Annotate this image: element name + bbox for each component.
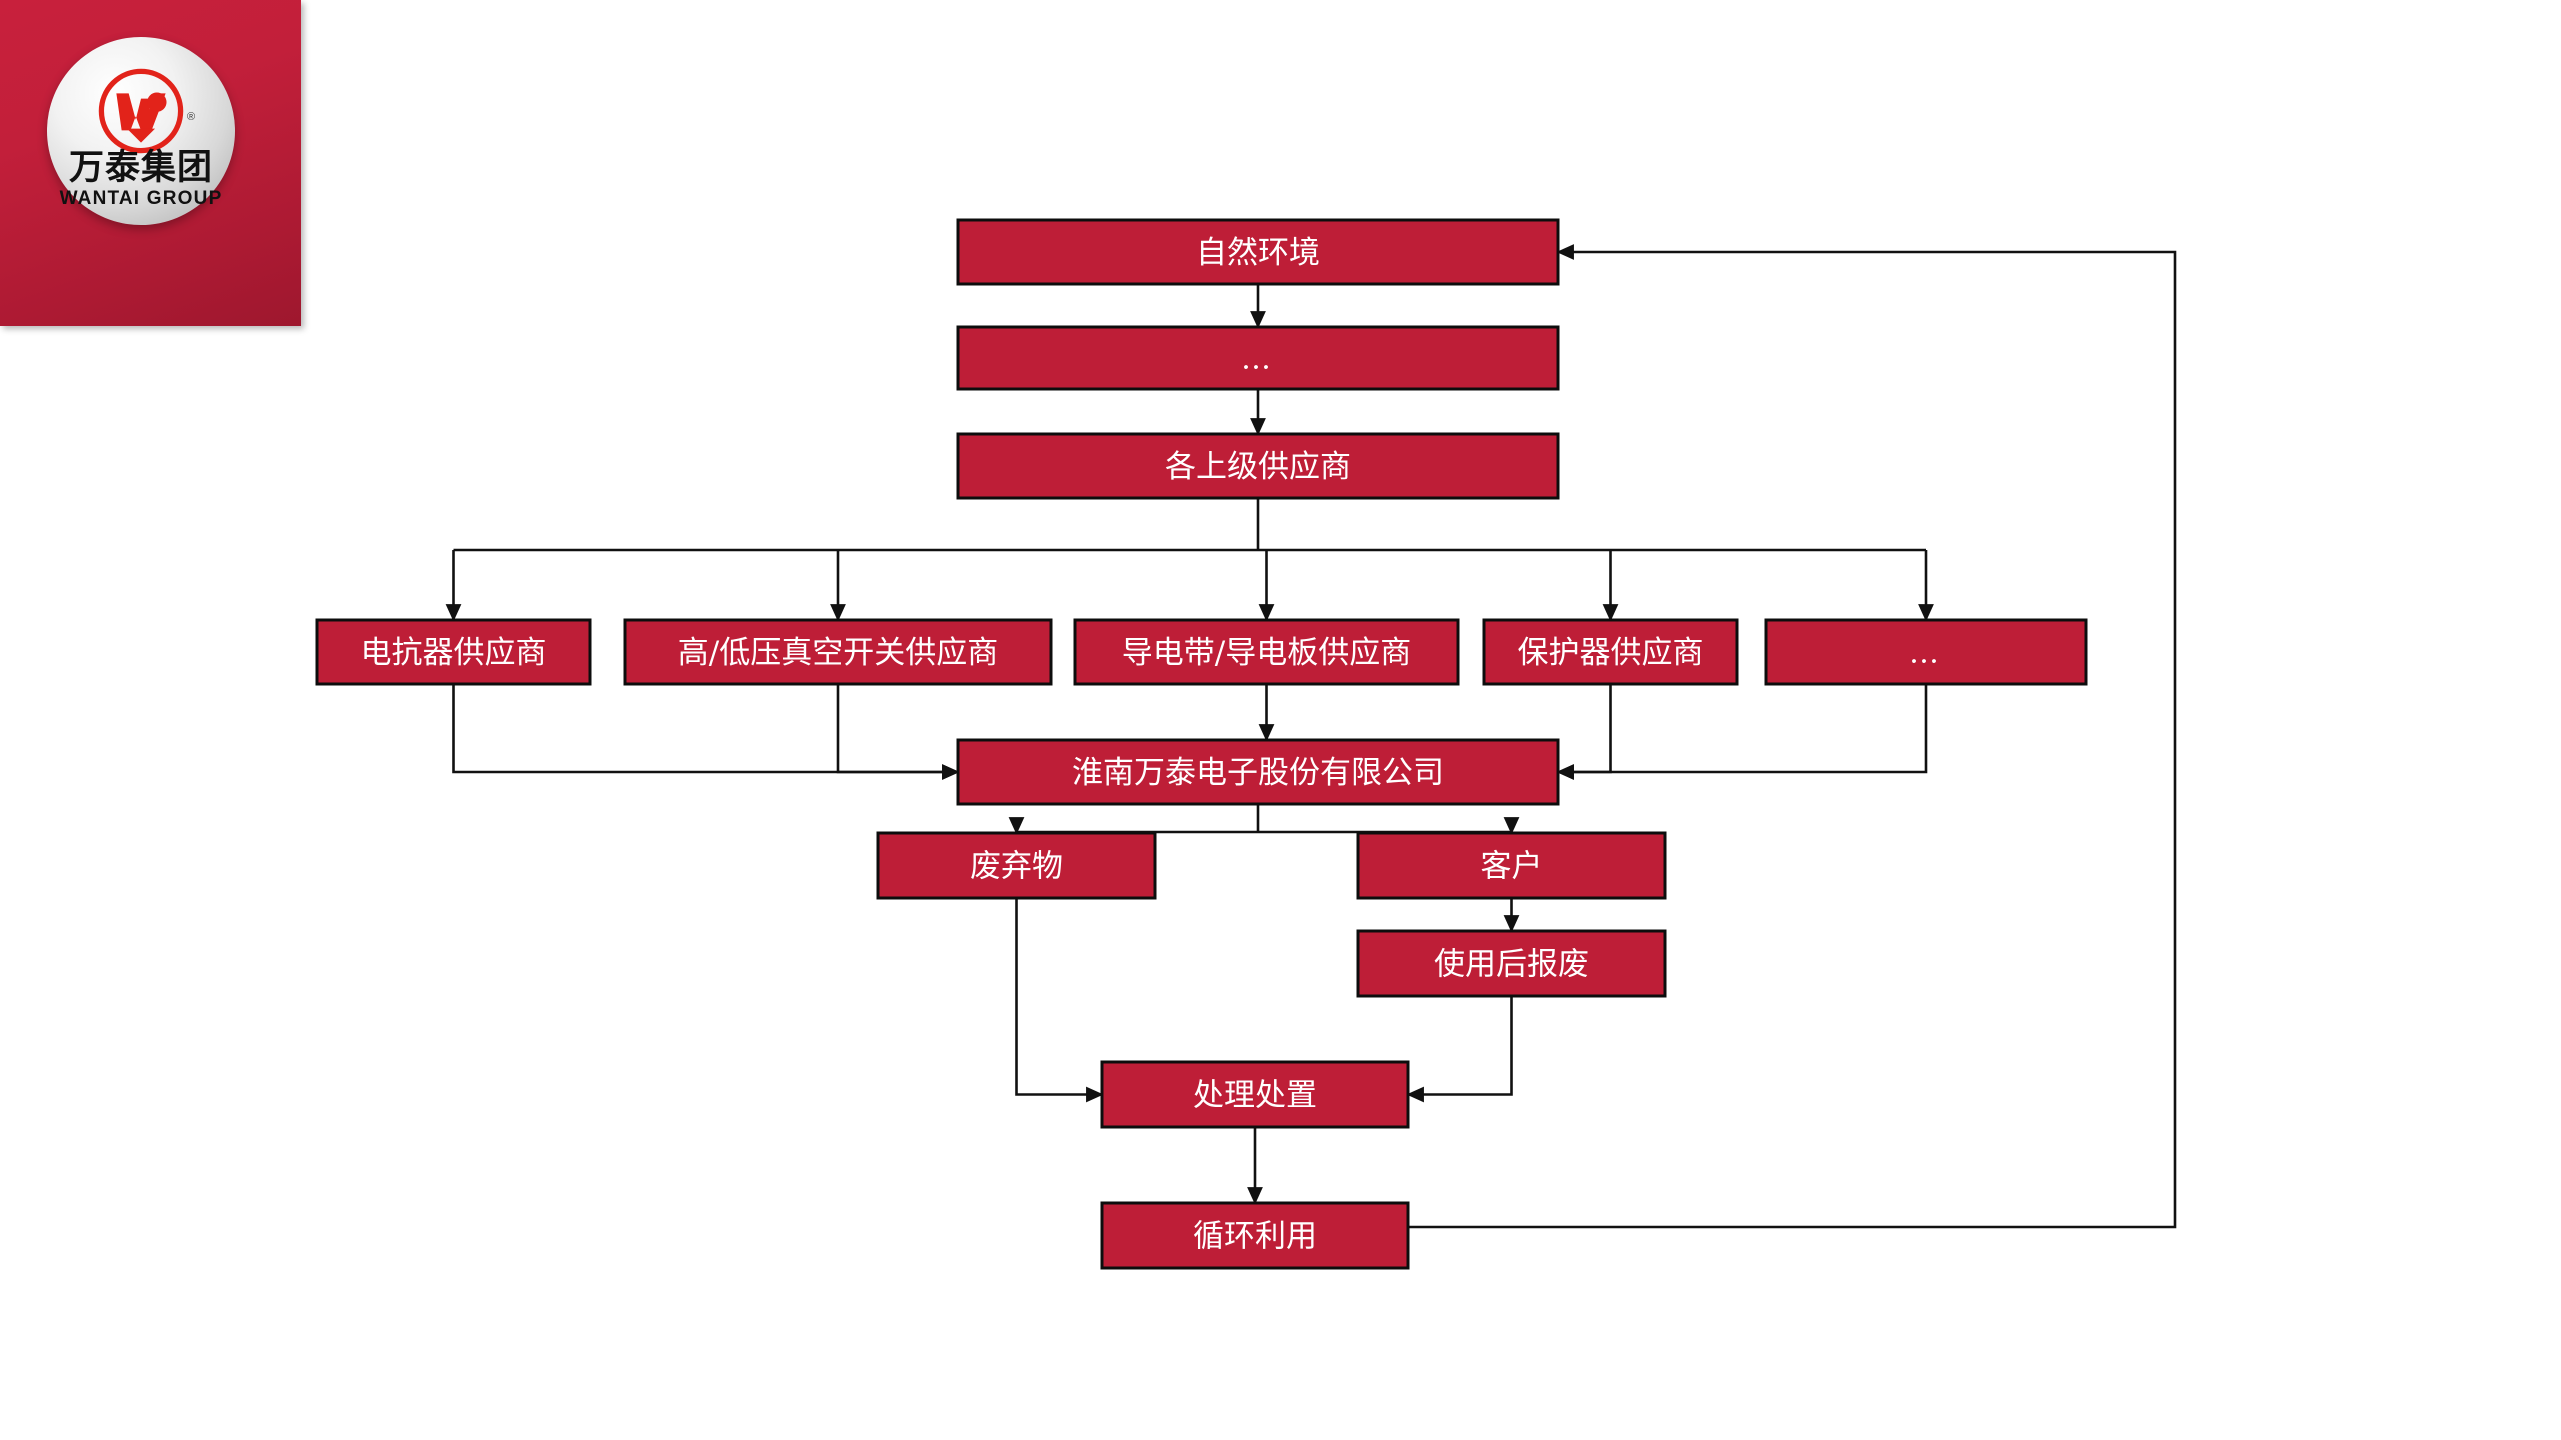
flow-node-sup_guard[interactable]: 保护器供应商 <box>1484 620 1737 684</box>
flow-node-sup_plate[interactable]: 导电带/导电板供应商 <box>1075 620 1458 684</box>
edge-connector <box>1017 898 1103 1095</box>
flow-node-sup_more[interactable]: … <box>1766 620 2086 684</box>
flow-node-label: 使用后报废 <box>1434 947 1589 983</box>
flow-node-label: 自然环境 <box>1196 235 1320 271</box>
flow-node-sup_reactor[interactable]: 电抗器供应商 <box>317 620 590 684</box>
flow-node-treatment[interactable]: 处理处置 <box>1102 1062 1408 1127</box>
flow-node-nature[interactable]: 自然环境 <box>958 220 1558 284</box>
flow-node-ellipsis_top[interactable]: … <box>958 327 1558 389</box>
flow-node-label: 循环利用 <box>1193 1219 1317 1255</box>
edge-connector <box>838 684 958 772</box>
flow-node-label: 高/低压真空开关供应商 <box>678 635 998 671</box>
edge-connector <box>1558 684 1926 772</box>
flow-node-label: 各上级供应商 <box>1165 449 1351 485</box>
flow-node-label: 电抗器供应商 <box>361 635 547 671</box>
flow-node-label: 废弃物 <box>970 849 1063 885</box>
flow-node-customer[interactable]: 客户 <box>1358 833 1665 898</box>
flow-node-label: … <box>1909 636 1943 671</box>
flow-node-label: 导电带/导电板供应商 <box>1122 635 1411 671</box>
flow-node-label: 处理处置 <box>1193 1078 1317 1114</box>
flow-node-label: … <box>1241 342 1275 377</box>
flow-node-scrapped[interactable]: 使用后报废 <box>1358 931 1665 996</box>
edge-connector <box>454 684 959 772</box>
flow-node-recycle[interactable]: 循环利用 <box>1102 1203 1408 1268</box>
edge-connector <box>1558 684 1611 772</box>
flow-node-waste[interactable]: 废弃物 <box>878 833 1155 898</box>
flow-node-label: 客户 <box>1481 849 1543 885</box>
flow-node-upstream[interactable]: 各上级供应商 <box>958 434 1558 498</box>
edge-connector <box>1408 996 1512 1095</box>
flow-node-company[interactable]: 淮南万泰电子股份有限公司 <box>958 740 1558 804</box>
flow-node-label: 保护器供应商 <box>1518 635 1704 671</box>
nodes-layer: 自然环境 … 各上级供应商电抗器供应商 高/低压真空开关供应商 导电带/导电板供应商 保护… <box>317 220 2086 1268</box>
flow-node-label: 淮南万泰电子股份有限公司 <box>1072 755 1444 791</box>
flow-node-sup_switch[interactable]: 高/低压真空开关供应商 <box>625 620 1051 684</box>
